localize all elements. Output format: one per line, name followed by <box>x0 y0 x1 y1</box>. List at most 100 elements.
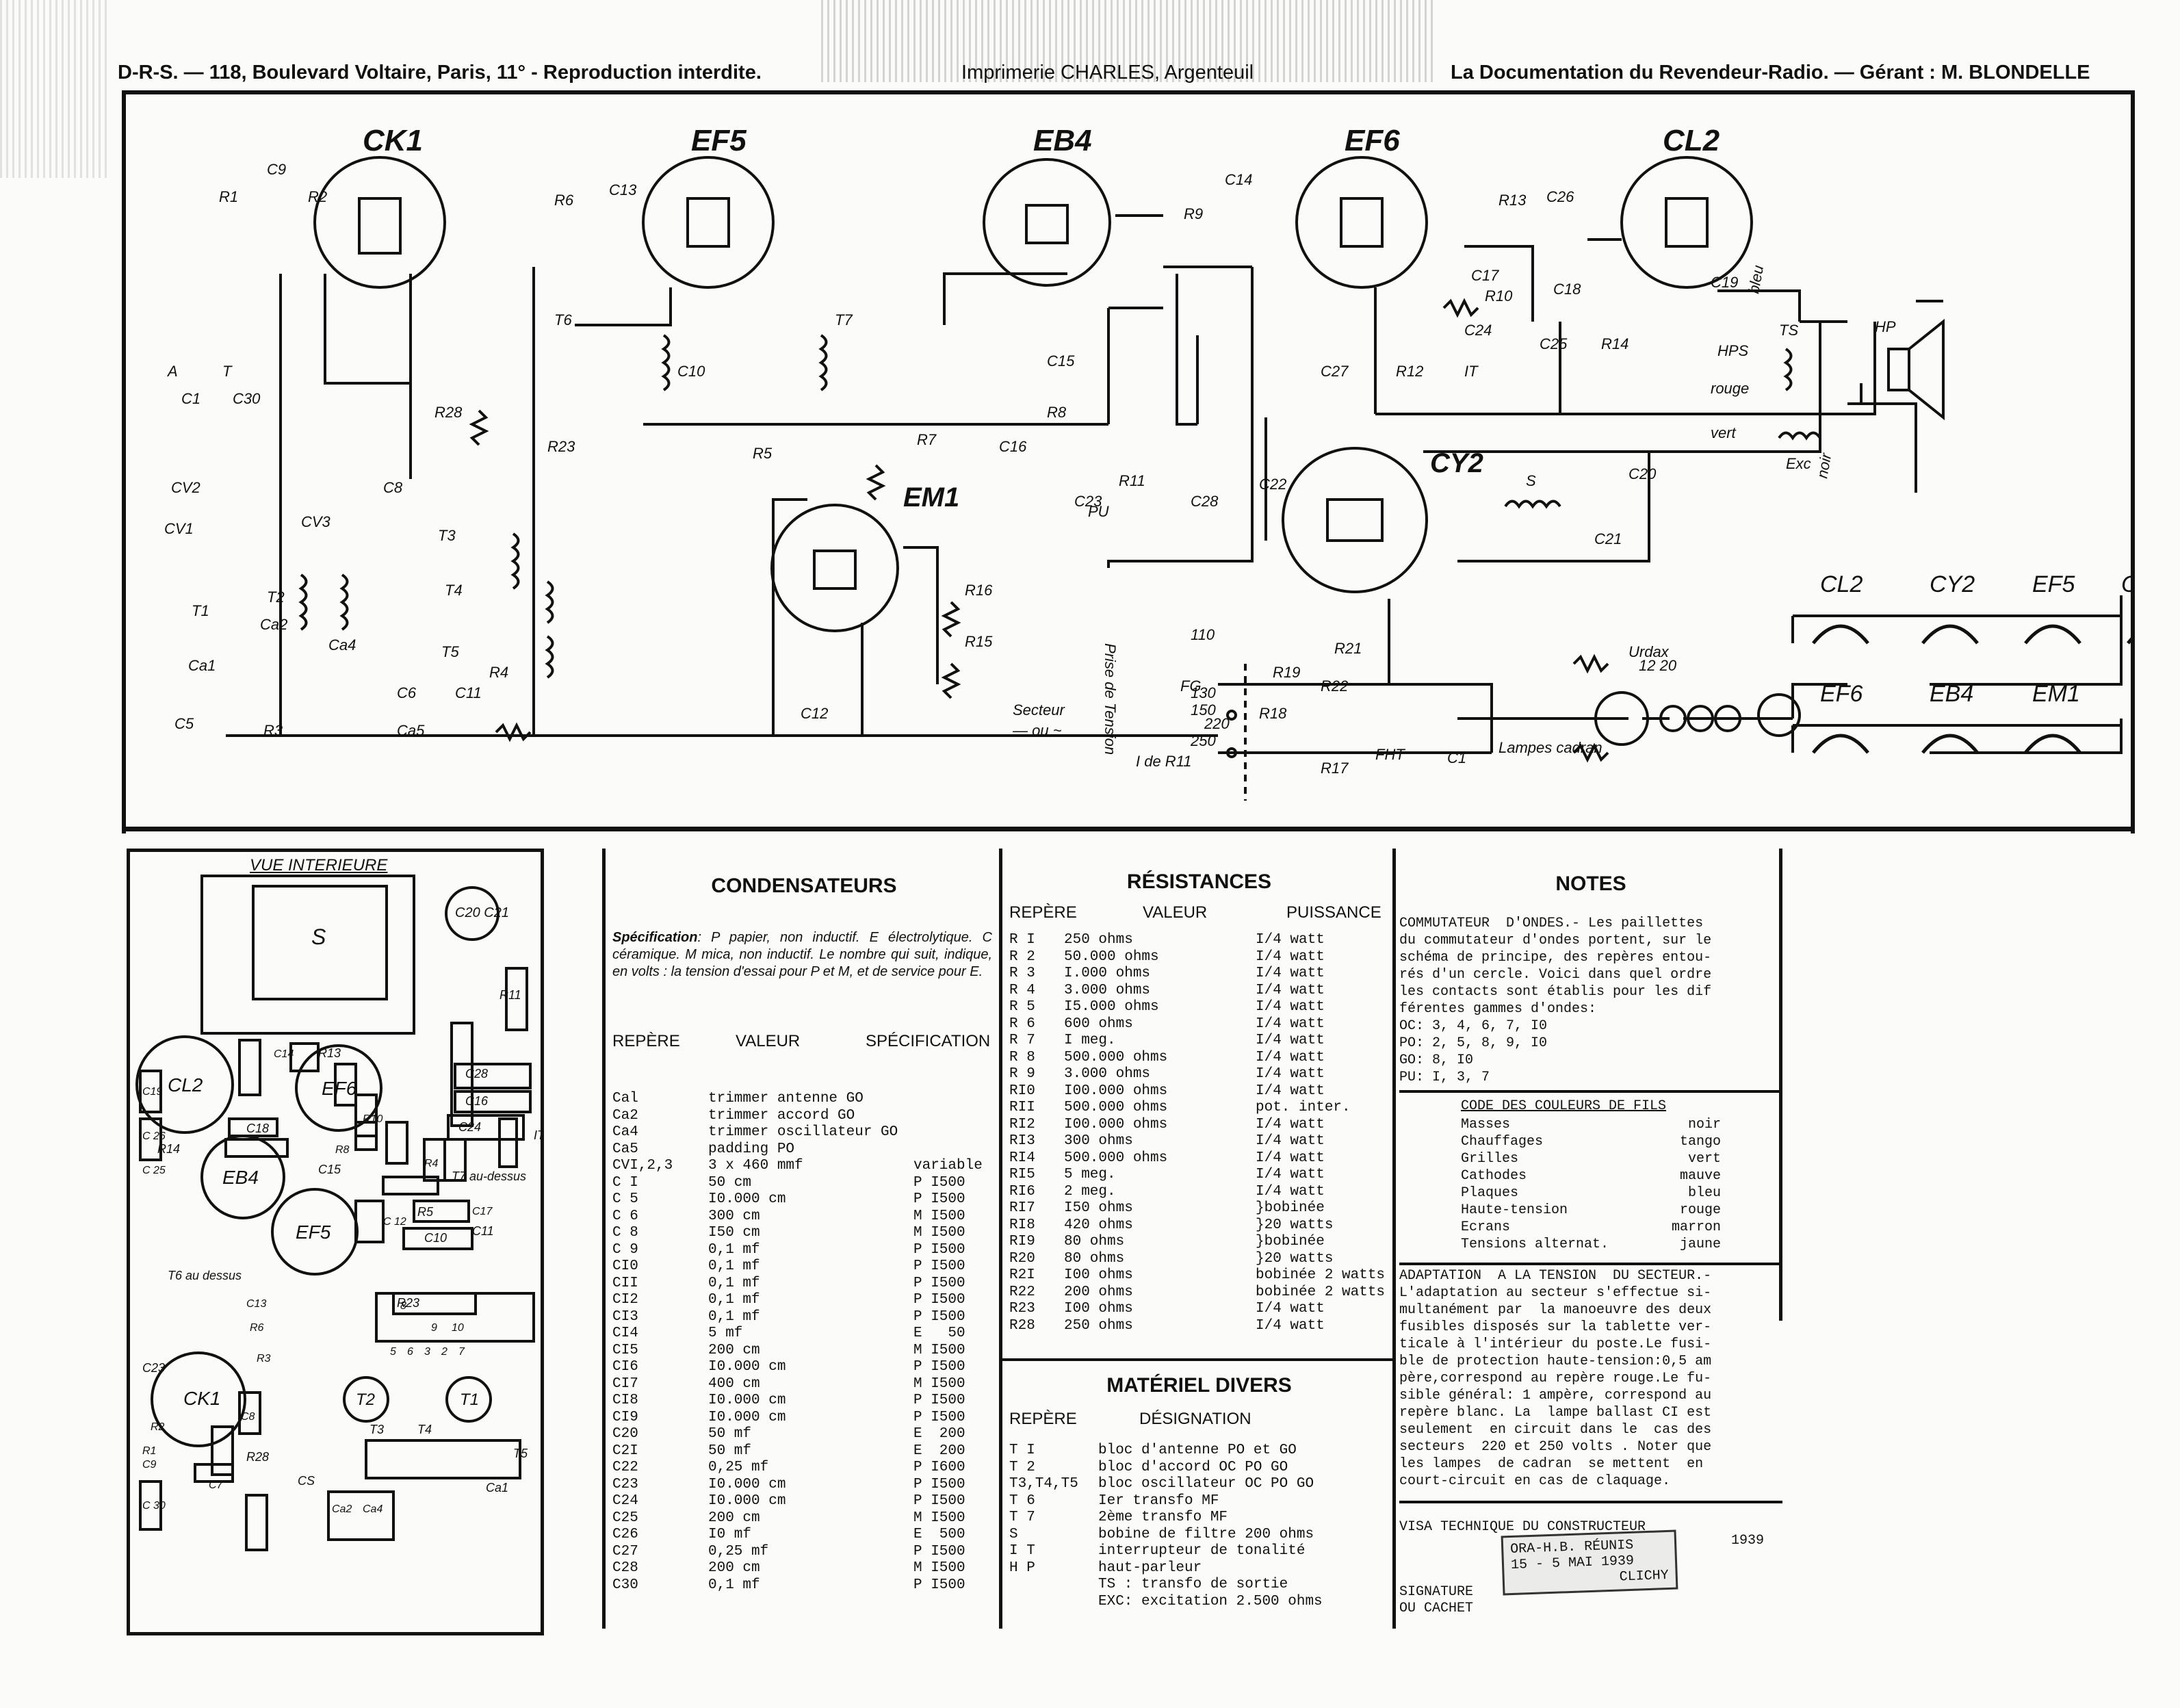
interior-label-c11: C11 <box>472 1224 494 1238</box>
tube-envelope-ef5 <box>642 156 775 289</box>
cond-valeur: 300 cm <box>708 1208 760 1224</box>
label-hps: HPS <box>1717 342 1749 359</box>
mat-repere: S <box>1009 1526 1018 1542</box>
interior-label-c20-c21: C20 C21 <box>455 905 509 920</box>
res-repere: R 6 <box>1009 1015 1035 1032</box>
cond-valeur: 400 cm <box>708 1375 760 1392</box>
adaptation-line: père,correspond au repère rouge.Le fu- <box>1399 1371 1712 1386</box>
res-valeur: 5 meg. <box>1064 1167 1116 1182</box>
code-row: Tensions alternat.jaune <box>1461 1236 1721 1253</box>
res-valeur: 500.000 ohms <box>1064 1150 1168 1166</box>
res-puissance: }20 watts <box>1256 1250 1334 1267</box>
coil-t1 <box>298 573 308 631</box>
label-c25: C25 <box>1540 335 1568 352</box>
code-element: Haute-tension <box>1461 1202 1568 1218</box>
label-secteur-type: — ou ~ <box>1012 722 1062 739</box>
label-ts: TS <box>1779 322 1798 339</box>
label-r16: R16 <box>965 582 993 599</box>
label-urdox: Urdax <box>1628 643 1670 660</box>
label-c14: C14 <box>1225 171 1252 188</box>
res-col-repere: REPÈRE <box>1009 903 1077 922</box>
cond-spec: P I500 <box>913 1241 965 1258</box>
interior-view-panel: VUE INTERIEURE <box>127 849 544 1635</box>
mat-designation: bobine de filtre 200 ohms <box>1098 1526 1314 1542</box>
coil-can-t2 <box>343 1376 389 1423</box>
cond-valeur: 200 cm <box>708 1342 760 1358</box>
cond-repere: C26 <box>612 1527 638 1542</box>
label-c6: C6 <box>397 684 417 701</box>
code-color: noir <box>1687 1117 1721 1133</box>
mat-designation: Ier transfo MF <box>1098 1492 1219 1509</box>
adaptation-line: repère blanc. La lampe ballast CI est <box>1399 1405 1712 1421</box>
res-repere: RII <box>1009 1100 1035 1115</box>
res-repere: R22 <box>1009 1284 1035 1300</box>
cond-spec: P I500 <box>913 1191 965 1207</box>
label-c10: C10 <box>677 363 705 380</box>
cond-repere: CI7 <box>612 1375 638 1392</box>
adaptation-line: fusibles disposés sur la tablette ver- <box>1399 1319 1712 1335</box>
mat-designation: interrupteur de tonalité <box>1098 1543 1306 1559</box>
condensateurs-spec: Spécification: P papier, non inductif. E… <box>612 929 992 981</box>
label-it: IT <box>1464 363 1479 380</box>
res-puissance: I/4 watt <box>1256 966 1325 981</box>
cond-repere: Ca5 <box>612 1141 638 1157</box>
heater-label-ck1: CK1 <box>2121 571 2135 597</box>
cond-valeur: 0,1 mf <box>708 1241 760 1258</box>
label-wire-noir: noir <box>1813 451 1834 480</box>
res-repere: R20 <box>1009 1250 1035 1267</box>
interior-label-r3: R3 <box>257 1353 271 1364</box>
interior-label-c7: C7 <box>209 1479 224 1491</box>
notes-adaptation: ADAPTATION A LA TENSION DU SECTEUR.-L'ad… <box>1399 1267 1782 1490</box>
cond-spec: P I500 <box>913 1409 965 1425</box>
interior-label-c19: C19 <box>142 1086 162 1098</box>
commutateur-line: du commutateur d'ondes portent, sur le <box>1399 933 1712 948</box>
cond-valeur: I50 cm <box>708 1225 760 1241</box>
cond-repere: C22 <box>612 1460 638 1475</box>
tube-envelope-ck1 <box>313 156 446 289</box>
cond-valeur: 50 mf <box>708 1442 752 1459</box>
cond-spec: E 200 <box>913 1426 965 1442</box>
adaptation-line: les lampes de cadran se mettent en <box>1399 1456 1704 1472</box>
label-wire-rouge: rouge <box>1711 380 1749 397</box>
spec-text: : P papier, non inductif. E électrolytiq… <box>612 930 992 979</box>
switch-contact-3: 3 <box>424 1346 430 1358</box>
res-valeur: 3.000 ohms <box>1064 982 1151 998</box>
code-color: bleu <box>1687 1185 1721 1201</box>
notes-title: NOTES <box>1555 872 1626 895</box>
cond-valeur: 0,1 mf <box>708 1308 760 1325</box>
res-puissance: I/4 watt <box>1256 1301 1325 1317</box>
commutateur-line: GO: 8, I0 <box>1399 1052 1474 1068</box>
commutateur-line: OC: 3, 4, 6, 7, I0 <box>1399 1018 1548 1034</box>
cond-repere: C25 <box>612 1510 638 1526</box>
label-interrupteur-r11: I de R11 <box>1136 753 1192 770</box>
res-valeur: I00.000 ohms <box>1064 1083 1168 1099</box>
label-r9: R9 <box>1184 205 1203 222</box>
interior-label-eb4: EB4 <box>222 1167 259 1188</box>
label-dial-lamps: Lampes cadran <box>1498 739 1602 756</box>
coil-t6 <box>661 334 671 391</box>
interior-label-r23: R23 <box>397 1296 419 1310</box>
res-repere: R 8 <box>1009 1049 1035 1065</box>
cond-repere: CI5 <box>612 1342 638 1358</box>
tube-label-cl2: CL2 <box>1663 124 1720 157</box>
interior-label-ef6: EF6 <box>322 1078 357 1099</box>
cond-valeur: I0.000 cm <box>708 1409 786 1425</box>
cond-spec: P I600 <box>913 1460 965 1475</box>
